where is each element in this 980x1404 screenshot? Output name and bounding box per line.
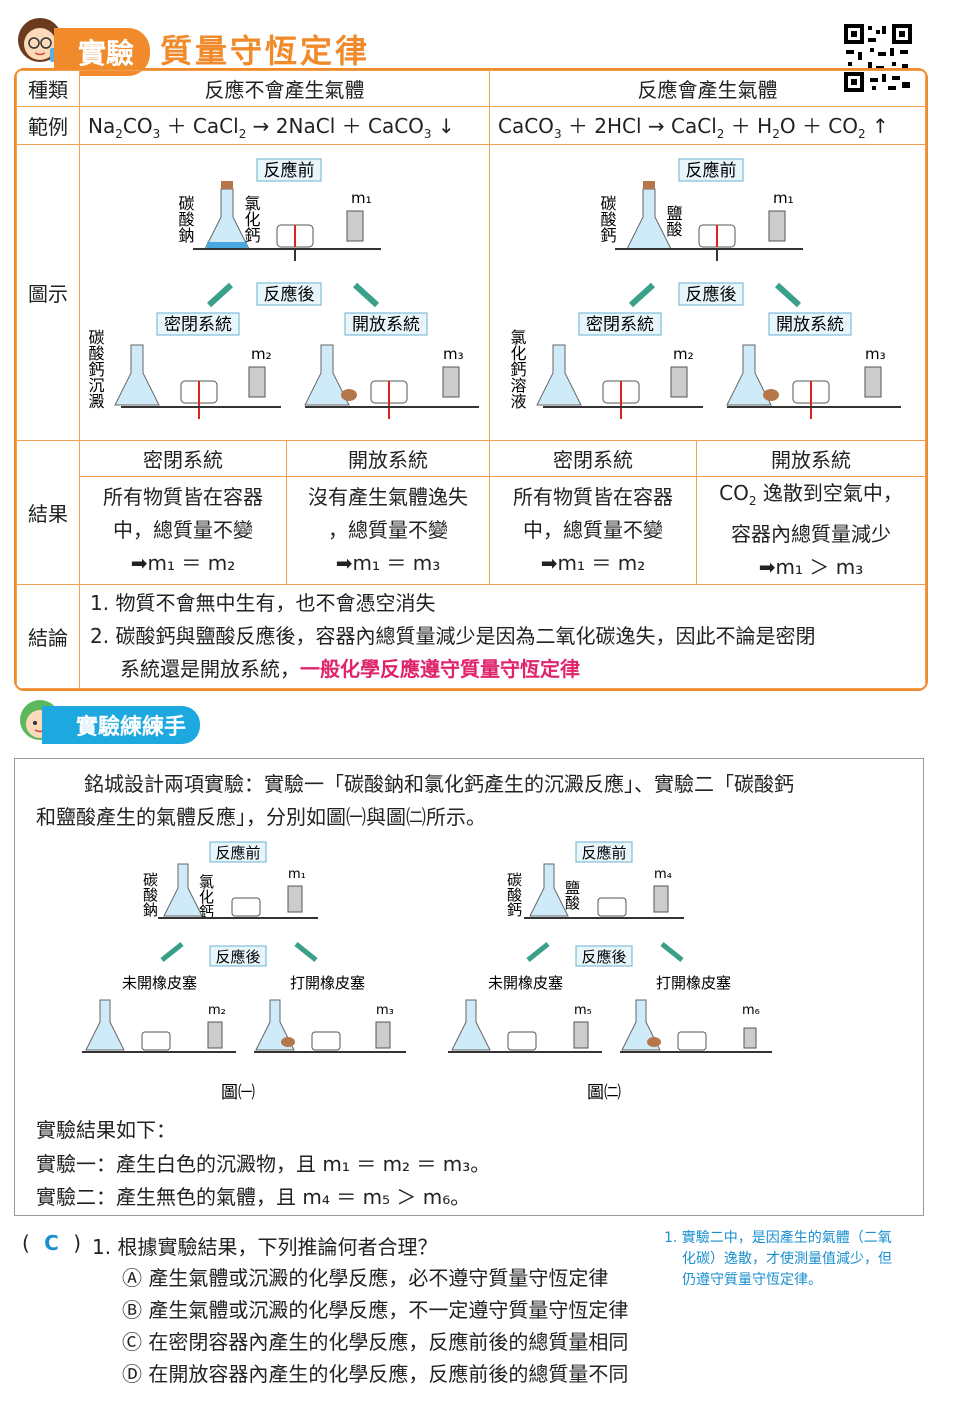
figure-no-gas: 反應前 碳酸鈉 氯化鈣 m₁ 反應後 密閉系統 開放 (79, 144, 490, 441)
row-label-result: 結果 (16, 440, 80, 585)
mascot-girl-icon (14, 14, 66, 72)
svg-text:打開橡皮塞: 打開橡皮塞 (290, 974, 365, 992)
svg-text:反應後: 反應後 (685, 284, 736, 305)
svg-text:反應前: 反應前 (581, 844, 626, 862)
svg-text:開放系統: 開放系統 (776, 315, 844, 335)
no-gas-diagram: 反應前 碳酸鈉 氯化鈣 m₁ 反應後 密閉系統 開放 (85, 158, 479, 419)
option-d: Ⓓ 在開放容器內產生的化學反應，反應前後的總質量不同 (122, 1362, 629, 1386)
highlight-conclusion: 一般化學反應遵守質量守恆定律 (300, 657, 580, 681)
result-cell-1: 所有物質皆在容器中，總質量不變➡m₁ ＝ m₂ (79, 476, 287, 585)
answer-note: 1. 實驗二中，是因產生的氣體（二氧 化碳）逸散，才使測量值減少，但 仍遵守質量… (664, 1230, 892, 1288)
result-head-1: 密閉系統 (79, 440, 287, 477)
svg-text:反應後: 反應後 (215, 948, 260, 966)
options-list: Ⓐ 產生氣體或沉澱的化學反應，必不遵守質量守恆定律 Ⓑ 產生氣體或沉澱的化學反應… (122, 1262, 628, 1390)
svg-text:反應後: 反應後 (263, 284, 314, 305)
result-head-4: 開放系統 (696, 440, 926, 477)
svg-text:反應前: 反應前 (263, 160, 314, 181)
svg-text:碳酸鈣沉澱: 碳酸鈣沉澱 (85, 329, 104, 409)
svg-text:碳酸鈉: 碳酸鈉 (175, 195, 194, 244)
row-label-type: 種類 (16, 70, 80, 107)
svg-text:打開橡皮塞: 打開橡皮塞 (656, 974, 731, 992)
row-label-conclusion: 結論 (16, 584, 80, 689)
svg-text:m₂: m₂ (208, 1003, 226, 1018)
svg-text:反應後: 反應後 (581, 948, 626, 966)
option-c: Ⓒ 在密閉容器內產生的化學反應，反應前後的總質量相同 (122, 1330, 629, 1354)
option-b: Ⓑ 產生氣體或沉澱的化學反應，不一定遵守質量守恆定律 (122, 1298, 629, 1322)
svg-text:未開橡皮塞: 未開橡皮塞 (122, 974, 197, 992)
svg-text:反應前: 反應前 (215, 844, 260, 862)
svg-text:圖㈠: 圖㈠ (221, 1083, 255, 1103)
svg-text:碳酸鈉: 碳酸鈉 (141, 872, 159, 918)
result-head-2: 開放系統 (286, 440, 490, 477)
type-gas: 反應會產生氣體 (489, 70, 926, 107)
svg-text:密閉系統: 密閉系統 (164, 315, 232, 335)
svg-text:鹽酸: 鹽酸 (563, 880, 581, 910)
gas-diagram: 反應前 碳酸鈣 鹽酸 m₁ 反應後 密閉系統 開放系統 氯化鈣溶液 (507, 158, 901, 419)
result-cell-2: 沒有產生氣體逸失，總質量不變➡m₁ ＝ m₃ (286, 476, 490, 585)
conclusion-cell: 1. 物質不會無中生有，也不會憑空消失 2. 碳酸鈣與鹽酸反應後，容器內總質量減… (79, 584, 926, 689)
svg-text:m₃: m₃ (865, 345, 886, 363)
experiment-table: 種類 反應不會產生氣體 反應會產生氣體 範例 Na2CO3 ＋ CaCl2 → … (14, 68, 928, 691)
practice-tag: 實驗練練手 (42, 706, 201, 744)
svg-text:m₃: m₃ (443, 345, 464, 363)
result-cell-3: 所有物質皆在容器中，總質量不變➡m₁ ＝ m₂ (489, 476, 697, 585)
result-exp2: 實驗二：產生無色的氣體，且 m₄ ＝ m₅ ＞ m₆。 (36, 1185, 471, 1209)
result-cell-4: CO2 逸散到空氣中，容器內總質量減少➡m₁ ＞ m₃ (696, 476, 926, 585)
practice-intro-2: 和鹽酸產生的氣體反應」，分別如圖㈠與圖㈡所示。 (36, 805, 486, 829)
page-title: 質量守恆定律 (160, 32, 371, 70)
svg-text:鹽酸: 鹽酸 (663, 205, 682, 237)
practice-box (14, 758, 924, 1216)
result-exp1: 實驗一：產生白色的沉澱物，且 m₁ ＝ m₂ ＝ m₃。 (36, 1152, 491, 1176)
svg-text:m₄: m₄ (654, 867, 672, 882)
practice-intro-1: 銘城設計兩項實驗：實驗一「碳酸鈉和氯化鈣產生的沉澱反應」、實驗二「碳酸鈣 (84, 772, 794, 796)
question-stem: 1. 根據實驗結果，下列推論何者合理？ (92, 1235, 438, 1259)
row-label-figure: 圖示 (16, 144, 80, 441)
figure-gas: 反應前 碳酸鈣 鹽酸 m₁ 反應後 密閉系統 開放系統 氯化鈣溶液 (489, 144, 926, 441)
option-a: Ⓐ 產生氣體或沉澱的化學反應，必不遵守質量守恆定律 (122, 1266, 609, 1290)
svg-text:氯化鈣: 氯化鈣 (241, 195, 260, 244)
answer-bracket: ( C ) (22, 1231, 82, 1255)
svg-text:m₃: m₃ (376, 1003, 394, 1018)
svg-text:m₅: m₅ (574, 1003, 592, 1018)
svg-text:圖㈡: 圖㈡ (587, 1083, 621, 1103)
formula-gas: CaCO3 ＋ 2HCl → CaCl2 ＋ H2O ＋ CO2 ↑ (489, 106, 926, 145)
svg-text:m₂: m₂ (673, 345, 694, 363)
svg-text:開放系統: 開放系統 (352, 315, 420, 335)
result-heading: 實驗結果如下： (36, 1118, 176, 1142)
svg-text:氯化鈣溶液: 氯化鈣溶液 (507, 329, 526, 409)
svg-text:碳酸鈣: 碳酸鈣 (597, 195, 616, 244)
svg-text:反應前: 反應前 (685, 160, 736, 181)
svg-text:密閉系統: 密閉系統 (586, 315, 654, 335)
svg-text:m₁: m₁ (288, 867, 306, 882)
result-head-3: 密閉系統 (489, 440, 697, 477)
practice-diagrams: 反應前 碳酸鈉 氯化鈣 m₁ 反應後 未開橡皮塞 打開橡皮塞 m₂ m₃ 圖㈠ … (82, 841, 772, 1103)
svg-text:氯化鈣: 氯化鈣 (197, 874, 215, 920)
svg-text:m₂: m₂ (251, 345, 272, 363)
svg-text:未開橡皮塞: 未開橡皮塞 (488, 974, 563, 992)
svg-text:m₁: m₁ (351, 189, 372, 207)
svg-text:m₁: m₁ (773, 189, 794, 207)
section-tag: 實驗 (54, 28, 151, 76)
svg-text:碳酸鈣: 碳酸鈣 (505, 872, 523, 918)
answer-value: C (44, 1231, 59, 1255)
row-label-example: 範例 (16, 106, 80, 145)
formula-no-gas: Na2CO3 ＋ CaCl2 → 2NaCl ＋ CaCO3 ↓ (79, 106, 490, 145)
type-no-gas: 反應不會產生氣體 (79, 70, 490, 107)
svg-text:m₆: m₆ (742, 1003, 760, 1018)
